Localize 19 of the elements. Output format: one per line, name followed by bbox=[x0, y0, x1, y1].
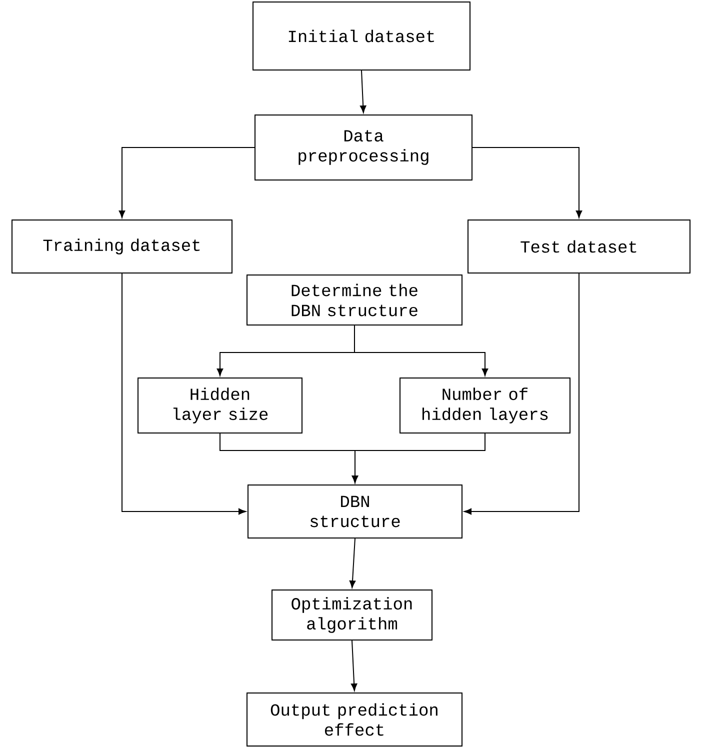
process-box: Output prediction effect bbox=[246, 692, 462, 746]
arrow bbox=[360, 70, 366, 114]
arrow bbox=[352, 433, 486, 483]
process-box: Determine the DBN structure bbox=[246, 274, 462, 326]
process-box: Data preprocessing bbox=[254, 114, 472, 180]
process-box: Initial dataset bbox=[252, 2, 470, 70]
arrow bbox=[472, 147, 582, 218]
process-box: Optimization algorithm bbox=[272, 590, 432, 640]
process-box: Number of hidden layers bbox=[400, 378, 570, 434]
arrow bbox=[464, 273, 580, 515]
process-box: Training dataset bbox=[12, 220, 232, 274]
arrow bbox=[122, 273, 246, 515]
process-box: DBN structure bbox=[248, 484, 462, 538]
arrow bbox=[350, 640, 358, 692]
arrow bbox=[349, 538, 356, 588]
process-box: Test dataset bbox=[468, 220, 690, 274]
arrow bbox=[118, 147, 255, 218]
process-box: Hidden layer size bbox=[138, 378, 302, 434]
arrow bbox=[354, 325, 488, 376]
